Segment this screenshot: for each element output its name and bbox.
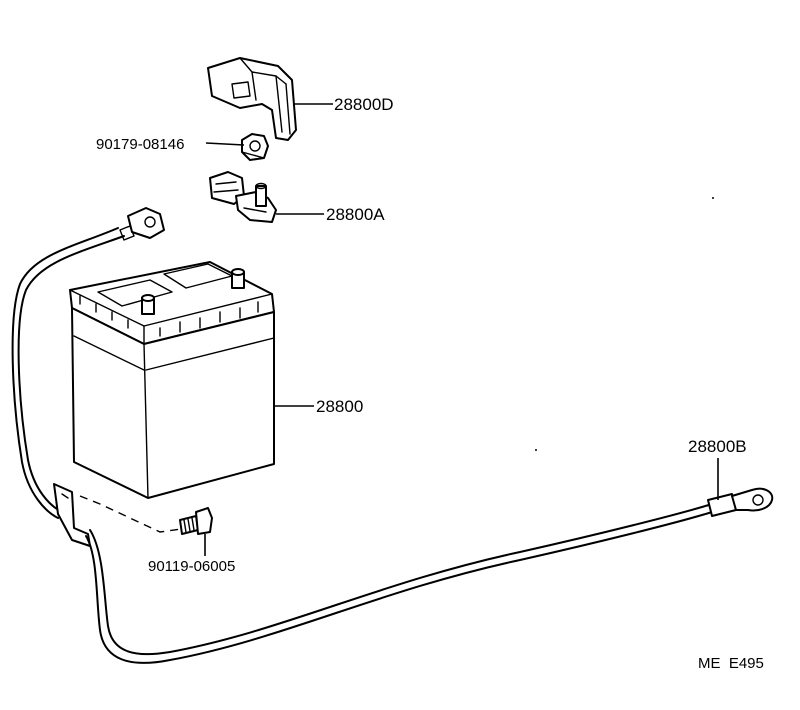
label-positive-terminal: 28800A [326,205,385,224]
bolt-drawing [179,507,213,535]
battery-drawing [69,261,275,499]
print-speck [535,449,537,451]
leader-nut [205,142,245,146]
nut-drawing [241,133,269,161]
label-nut: 90179-08146 [96,136,184,153]
label-terminal-cover: 28800D [334,95,394,114]
label-ground-cable: 28800B [688,437,747,456]
terminal-cover-drawing [207,57,297,141]
print-speck [712,197,714,199]
positive-terminal-drawing [209,171,277,223]
label-bolt: 90119-06005 [148,558,235,575]
diagram-code: ME E495 [698,655,764,672]
negative-cable-drawing [11,207,165,519]
ground-cable-drawing [53,483,774,664]
alignment-dashed-line [79,495,189,533]
label-battery: 28800 [316,397,363,416]
